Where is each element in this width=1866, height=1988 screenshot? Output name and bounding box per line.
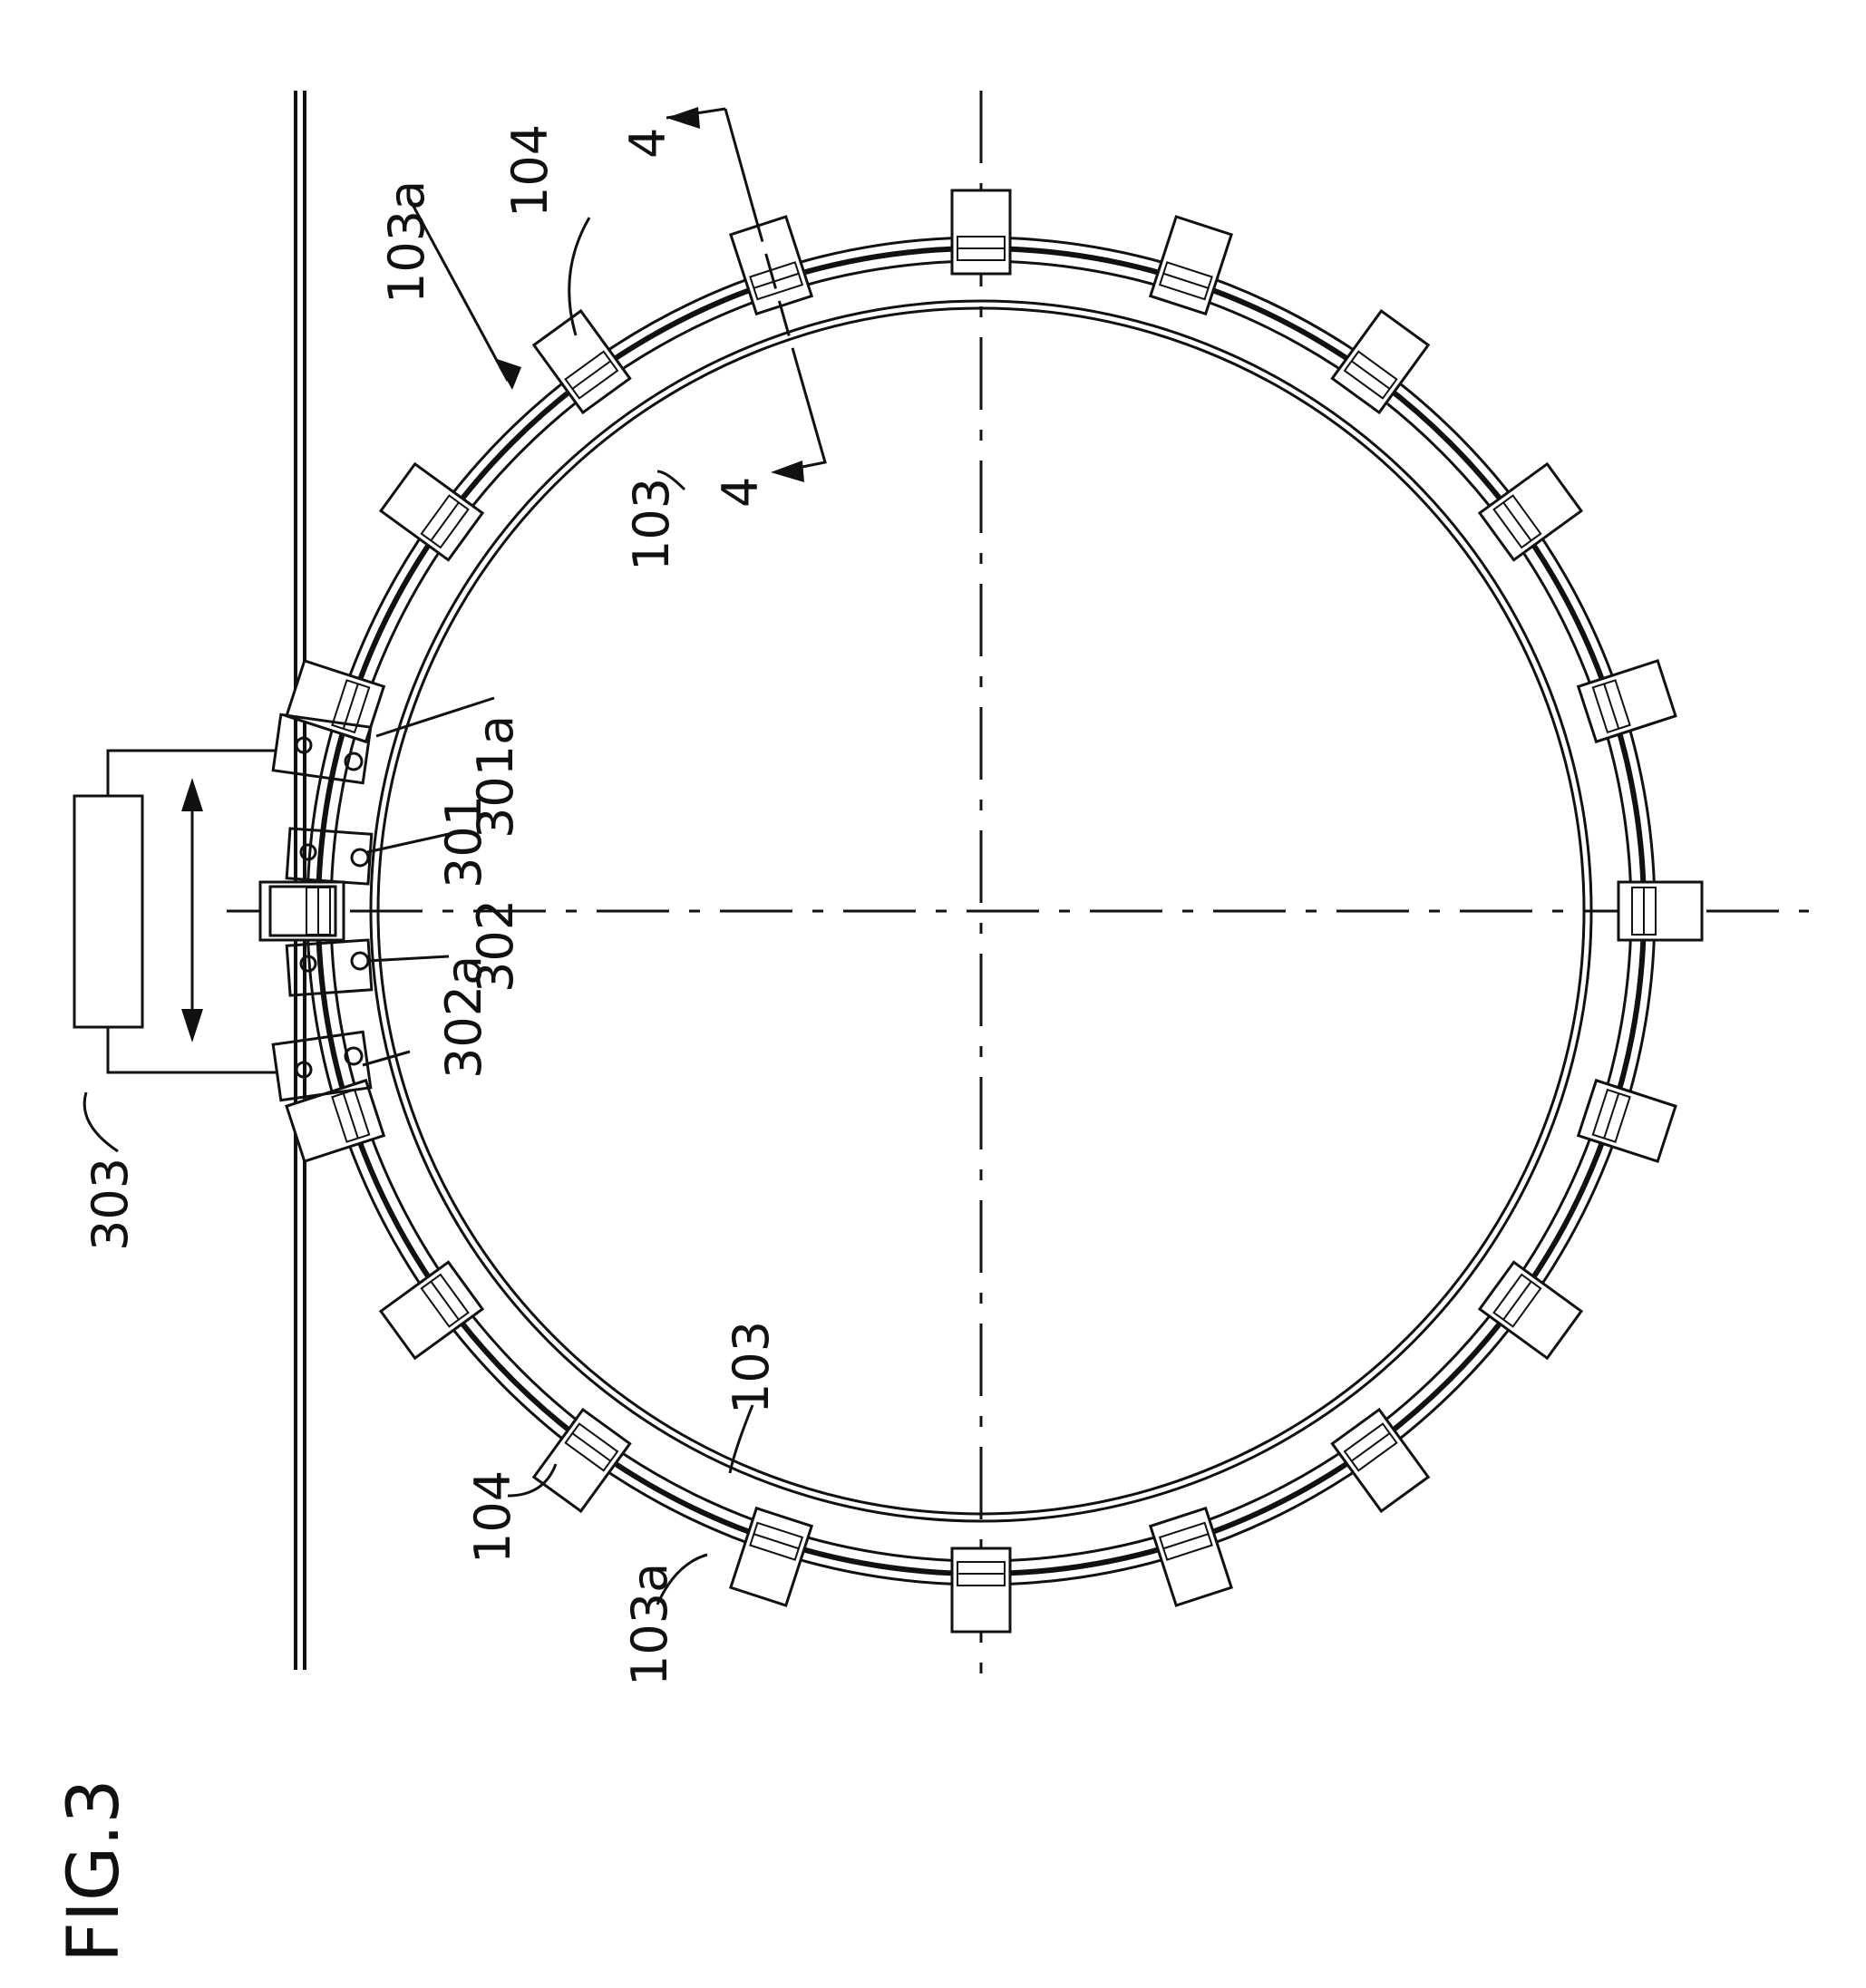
segment-104 [381,1262,482,1358]
segment-104 [1332,311,1428,412]
segment-104 [1480,1262,1581,1358]
sensor-301 [287,829,372,884]
segment-104 [260,882,344,940]
leader-lines [84,199,753,1605]
segment-104 [731,217,812,314]
segment-104 [1480,464,1581,560]
label-103a-top: 103a [378,180,435,304]
label-section-4-lower: 4 [712,477,769,508]
segment-104 [1618,882,1702,940]
segment-104 [381,464,482,560]
label-104-top: 104 [501,124,559,218]
segment-104 [534,1410,630,1511]
label-section-4-upper: 4 [619,128,676,159]
label-103-top: 103 [623,478,680,571]
segment-104 [1151,217,1231,314]
segment-104 [1579,661,1676,742]
segment-104 [1579,1081,1676,1161]
sensor-302 [287,940,372,995]
label-302a: 302a [435,955,492,1079]
segment-104 [731,1508,812,1605]
double-arrow [181,778,203,1042]
section-arrow-upper [666,107,700,129]
segment-104 [1332,1410,1428,1511]
label-301: 301 [435,795,492,888]
label-104-bottom: 104 [464,1470,521,1564]
label-303: 303 [82,1158,139,1251]
segment-104 [1151,1508,1231,1605]
label-103a-bottom: 103a [621,1563,678,1686]
segment-104 [952,190,1010,274]
segment-104 [534,311,630,412]
sensor-302a [273,1032,371,1100]
section-arrow-lower [771,461,804,482]
controller-303 [74,796,142,1027]
segment-104 [952,1548,1010,1632]
figure-caption: FIG.3 [53,1779,135,1963]
leader-arrow-103a [494,358,521,390]
label-103-bottom: 103 [723,1321,780,1414]
